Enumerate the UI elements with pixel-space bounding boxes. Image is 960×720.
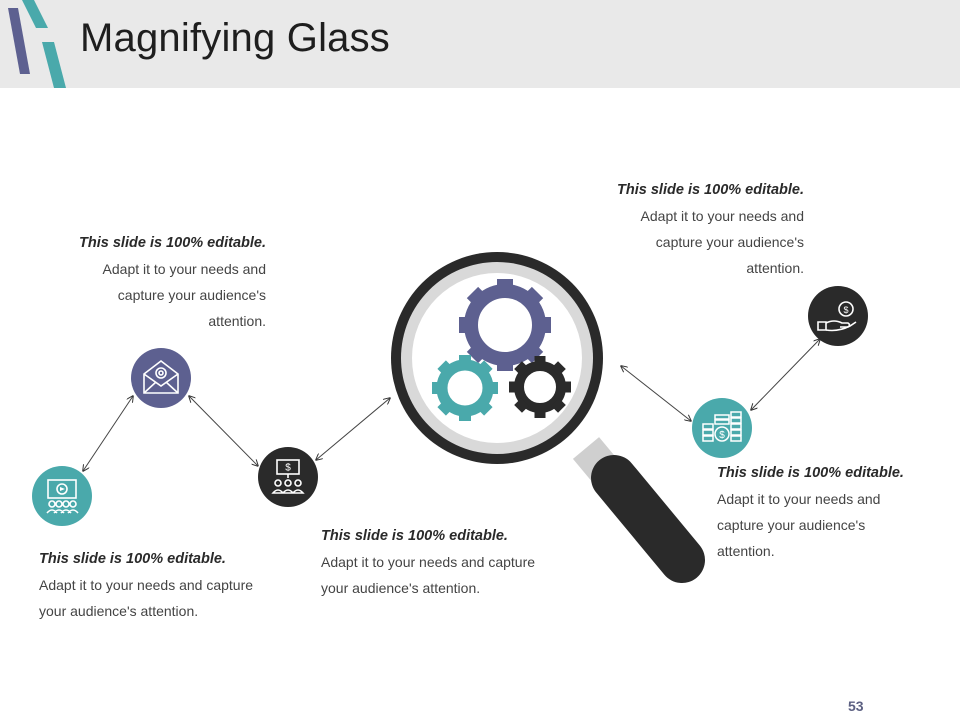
- callout-text-line: your audience's attention.: [39, 603, 199, 619]
- callout-heading: This slide is 100% editable.: [79, 235, 266, 251]
- callout-bottom-right: This slide is 100% editable. Adapt it to…: [717, 460, 947, 564]
- svg-text:$: $: [285, 463, 291, 474]
- gears-icon: [432, 279, 571, 421]
- callout-bottom-center: This slide is 100% editable. Adapt it to…: [321, 523, 571, 601]
- callout-heading: This slide is 100% editable.: [39, 551, 226, 567]
- page-title: Magnifying Glass: [80, 16, 390, 60]
- callout-text-line: Adapt it to your needs and capture: [321, 554, 536, 570]
- callout-bottom-left: This slide is 100% editable. Adapt it to…: [39, 546, 289, 624]
- callout-text-line: your audience's attention.: [321, 580, 481, 596]
- callout-text-line: Adapt it to your needs and: [102, 261, 266, 277]
- callout-top-right: This slide is 100% editable. Adapt it to…: [564, 177, 804, 281]
- title-band: [0, 0, 960, 88]
- logo-stripes-icon: [8, 0, 66, 88]
- email-envelope-icon: [131, 348, 191, 408]
- svg-text:$: $: [843, 305, 848, 315]
- callout-text-line: capture your audience's: [717, 517, 866, 533]
- callout-text-line: attention.: [717, 543, 775, 559]
- gear-teal-icon: [432, 355, 498, 421]
- callout-top-left: This slide is 100% editable. Adapt it to…: [26, 230, 266, 334]
- callout-text-line: capture your audience's: [117, 287, 266, 303]
- callout-text-line: Adapt it to your needs and: [717, 491, 881, 507]
- callout-heading: This slide is 100% editable.: [717, 465, 904, 481]
- callout-heading: This slide is 100% editable.: [617, 182, 804, 198]
- callout-text-line: Adapt it to your needs and capture: [39, 577, 254, 593]
- svg-text:$: $: [719, 430, 725, 441]
- gear-dark-icon: [509, 356, 571, 418]
- callout-text-line: capture your audience's: [655, 234, 804, 250]
- connector-arrows: [83, 339, 820, 471]
- gear-purple-icon: [459, 279, 551, 371]
- presentation-audience-icon: [32, 466, 92, 526]
- database-dollar-icon: $: [692, 398, 752, 458]
- callout-text-line: attention.: [746, 260, 804, 276]
- callout-text-line: Adapt it to your needs and: [640, 208, 804, 224]
- computer-team-icon: $: [258, 447, 318, 507]
- callout-heading: This slide is 100% editable.: [321, 528, 508, 544]
- callout-text-line: attention.: [208, 313, 266, 329]
- hand-coin-icon: $: [808, 286, 868, 346]
- page-number: 53: [848, 698, 864, 714]
